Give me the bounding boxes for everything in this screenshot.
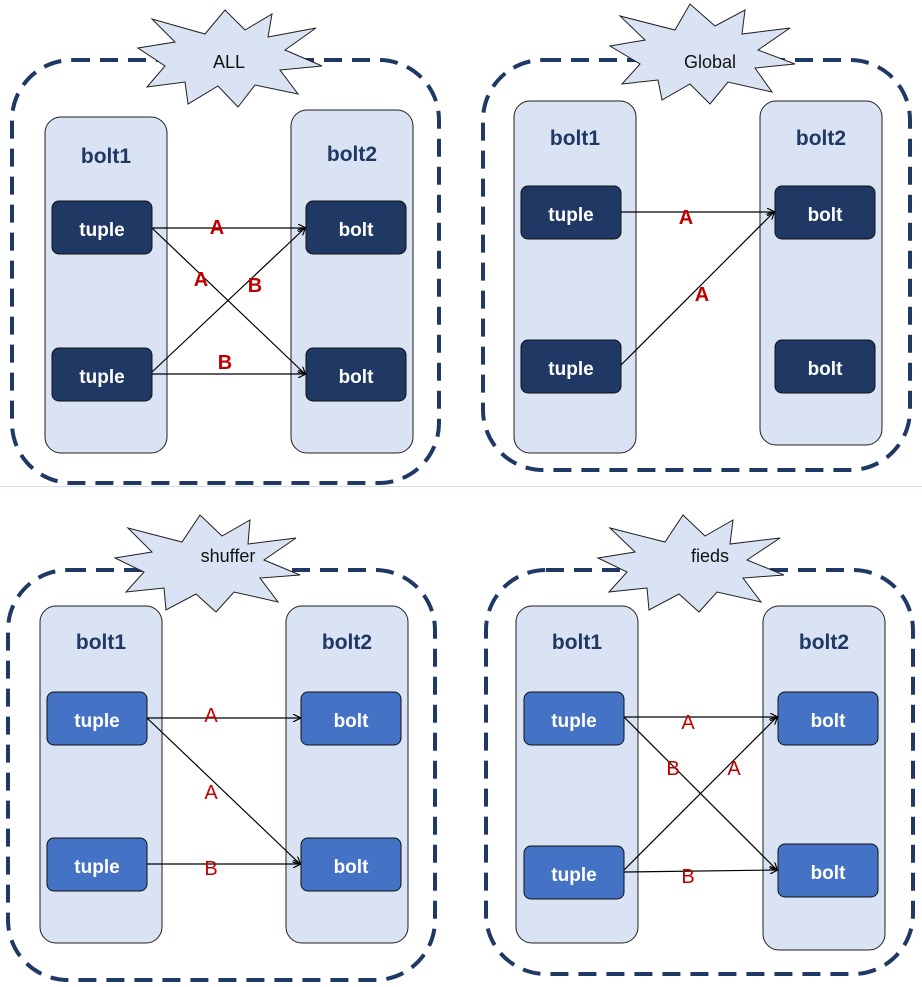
edge-label: A xyxy=(204,782,218,804)
bolt1-column xyxy=(39,605,163,944)
panel-fieds: bolt1 bolt2 tuple tuple bolt bolt A B A … xyxy=(484,514,915,976)
bolt-node: bolt xyxy=(774,339,876,394)
edge-label: A xyxy=(204,705,218,727)
edge-arrow xyxy=(151,227,305,374)
tuple-node: tuple xyxy=(523,691,625,746)
panel-global: bolt1 bolt2 tuple tuple bolt bolt A A Gl… xyxy=(481,3,912,472)
svg-text:tuple: tuple xyxy=(551,865,596,886)
panel-shuffer: bolt1 bolt2 tuple tuple bolt bolt A A B … xyxy=(6,514,437,982)
svg-text:bolt: bolt xyxy=(334,857,369,878)
edge-label: B xyxy=(681,866,694,888)
bolt-node: bolt xyxy=(300,691,402,746)
edge-arrow xyxy=(146,717,300,864)
tuple-node: tuple xyxy=(51,200,153,255)
bolt2-heading: bolt2 xyxy=(322,631,372,654)
edge-label: A xyxy=(695,284,709,306)
bolt-node: bolt xyxy=(300,837,402,892)
edge-arrow xyxy=(151,228,305,373)
bolt-node: bolt xyxy=(305,347,407,402)
panel-title: fieds xyxy=(691,546,729,566)
svg-text:tuple: tuple xyxy=(548,359,593,380)
panel-title: shuffer xyxy=(201,546,256,566)
burst-callout: Global xyxy=(608,3,796,105)
svg-text:tuple: tuple xyxy=(74,857,119,878)
tuple-node: tuple xyxy=(520,339,622,394)
edge-label: B xyxy=(204,858,217,880)
bolt2-column xyxy=(762,605,886,951)
tuple-node: tuple xyxy=(523,845,625,900)
burst-callout: shuffer xyxy=(113,514,301,613)
tuple-node: tuple xyxy=(520,185,622,240)
bolt-node: bolt xyxy=(774,185,876,240)
panel-divider xyxy=(0,486,922,487)
edge-label: A xyxy=(194,269,208,291)
svg-text:bolt: bolt xyxy=(808,205,843,226)
bolt1-heading: bolt1 xyxy=(81,145,131,168)
bolt2-heading: bolt2 xyxy=(799,631,849,654)
bolt2-heading: bolt2 xyxy=(796,127,846,150)
burst-callout: ALL xyxy=(136,9,323,108)
bolt-node: bolt xyxy=(305,200,407,255)
edge-label: B xyxy=(666,758,679,780)
edge-arrow xyxy=(620,212,774,366)
svg-text:bolt: bolt xyxy=(339,220,374,241)
svg-text:tuple: tuple xyxy=(79,220,124,241)
svg-text:bolt: bolt xyxy=(811,863,846,884)
bolt2-heading: bolt2 xyxy=(327,143,377,166)
burst-callout: fieds xyxy=(596,514,785,613)
edge-label: A xyxy=(679,207,693,229)
bolt-node: bolt xyxy=(777,843,879,898)
bolt1-heading: bolt1 xyxy=(76,631,126,654)
panel-all: bolt1 bolt2 tuple tuple bolt bolt A A B … xyxy=(10,9,441,485)
svg-text:bolt: bolt xyxy=(334,711,369,732)
bolt1-heading: bolt1 xyxy=(550,127,600,150)
tuple-node: tuple xyxy=(46,691,148,746)
bolt2-column xyxy=(285,605,409,944)
bolt1-column xyxy=(513,100,637,454)
bolt1-heading: bolt1 xyxy=(552,631,602,654)
svg-text:tuple: tuple xyxy=(548,205,593,226)
edge-label: A xyxy=(210,217,224,239)
svg-text:bolt: bolt xyxy=(339,367,374,388)
svg-text:bolt: bolt xyxy=(811,711,846,732)
edge-label: A xyxy=(681,712,695,734)
svg-text:tuple: tuple xyxy=(79,367,124,388)
panel-title: Global xyxy=(684,52,736,72)
panel-title: ALL xyxy=(213,52,245,72)
tuple-node: tuple xyxy=(46,837,148,892)
edge-arrow xyxy=(623,717,777,871)
edge-label: B xyxy=(218,352,232,374)
edge-arrow xyxy=(623,870,777,872)
edge-label: B xyxy=(248,275,262,297)
tuple-node: tuple xyxy=(51,347,153,402)
svg-text:bolt: bolt xyxy=(808,359,843,380)
svg-text:tuple: tuple xyxy=(551,711,596,732)
svg-text:tuple: tuple xyxy=(74,711,119,732)
bolt-node: bolt xyxy=(777,691,879,746)
edge-label: A xyxy=(727,758,741,780)
